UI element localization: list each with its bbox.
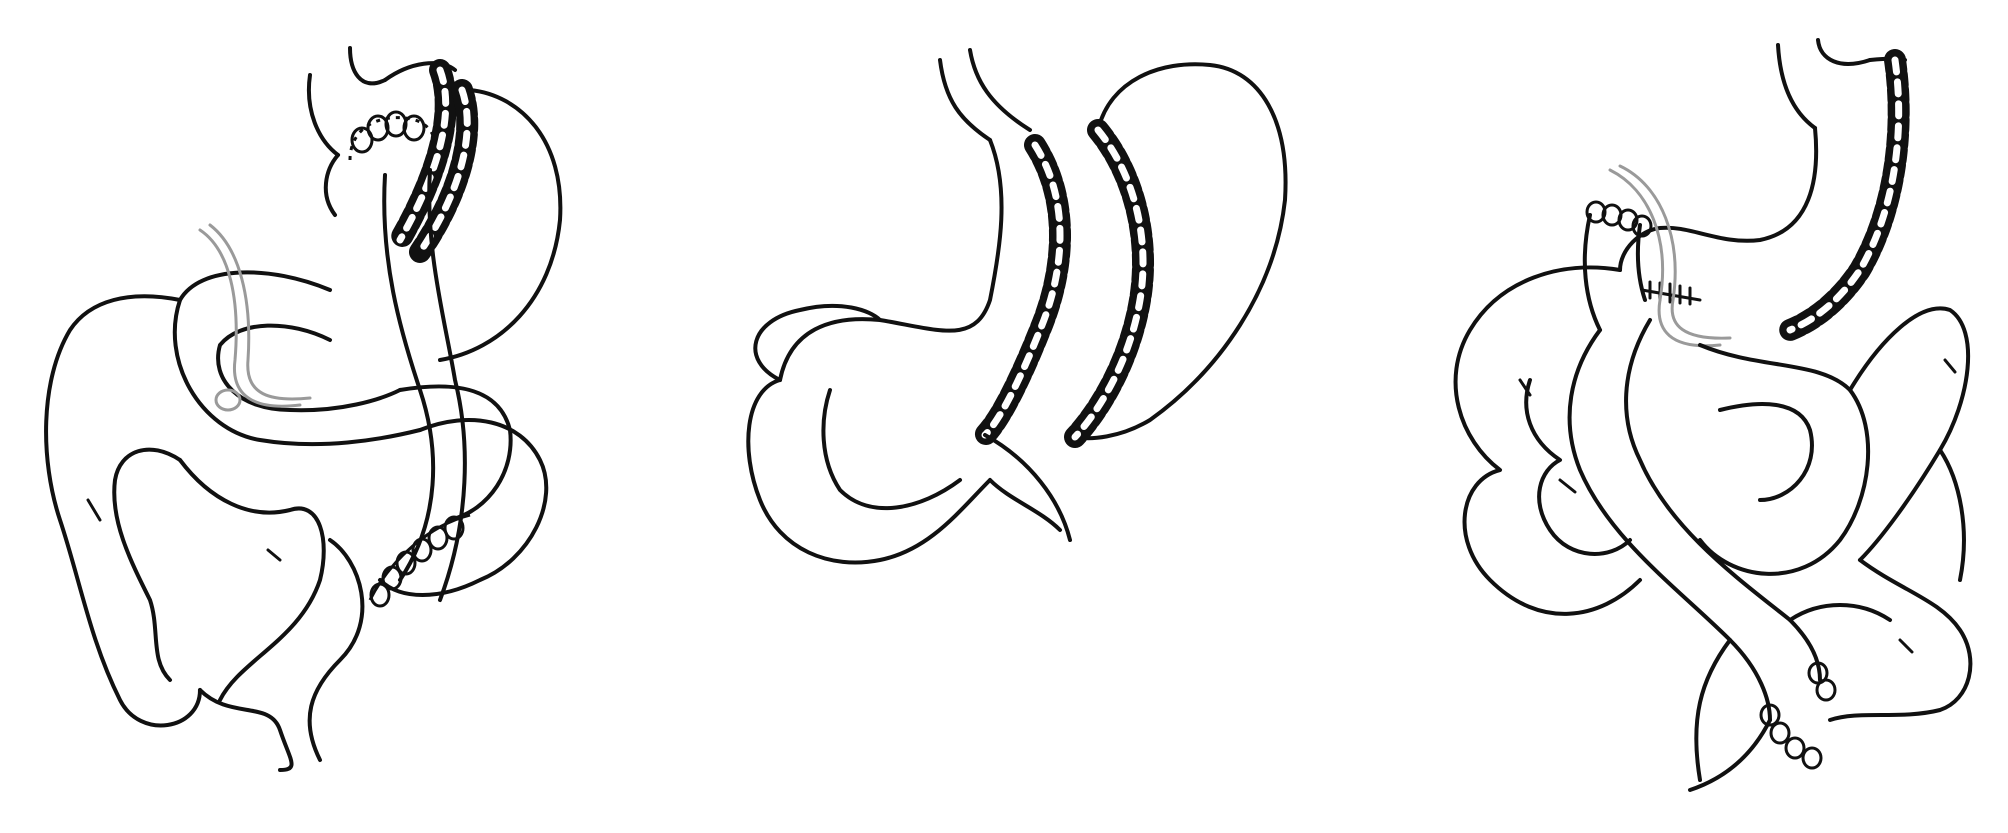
sleeve-staple-line bbox=[974, 134, 1071, 446]
panel-left bbox=[44, 46, 563, 772]
intestine-loop-1 bbox=[378, 418, 549, 597]
esophagus-right-wall bbox=[1816, 38, 1872, 66]
panel-middle bbox=[746, 48, 1288, 565]
intestine-loop-1 bbox=[1453, 265, 1642, 616]
antrum-outer bbox=[172, 270, 422, 447]
intestine-loop-3 bbox=[1848, 306, 1971, 562]
roux-limb-left bbox=[382, 173, 436, 582]
pouch-left bbox=[323, 153, 340, 217]
roux-limb-right bbox=[1624, 318, 1822, 682]
roux-limb-right bbox=[427, 168, 467, 602]
roux-limb-left bbox=[1567, 328, 1772, 722]
vagus-nerve bbox=[1608, 168, 1722, 348]
intestine-loop-2 bbox=[1698, 343, 1871, 576]
blind-limb-left bbox=[1582, 213, 1602, 332]
esophagus-left-wall bbox=[307, 73, 340, 157]
intestine-loop-2 bbox=[44, 294, 202, 728]
resected-stomach bbox=[1073, 62, 1288, 441]
esophagus-right-wall bbox=[348, 46, 387, 86]
intestine-loop-3 bbox=[178, 458, 326, 702]
antrum-outer bbox=[746, 378, 992, 565]
esophagus-left-wall bbox=[938, 58, 992, 142]
remnant-stomach bbox=[438, 88, 563, 362]
gastric-pouch bbox=[1618, 126, 1819, 272]
panel-right bbox=[1453, 38, 1973, 792]
vagus-nerve bbox=[198, 228, 302, 408]
sleeve-lesser-curve bbox=[778, 138, 1004, 382]
anastomosis-top bbox=[348, 116, 436, 161]
esophagus-right-wall bbox=[968, 48, 1032, 132]
antrum-inner bbox=[821, 388, 962, 511]
antrum-inner bbox=[216, 323, 402, 413]
esophagus-left-wall bbox=[1776, 43, 1817, 130]
